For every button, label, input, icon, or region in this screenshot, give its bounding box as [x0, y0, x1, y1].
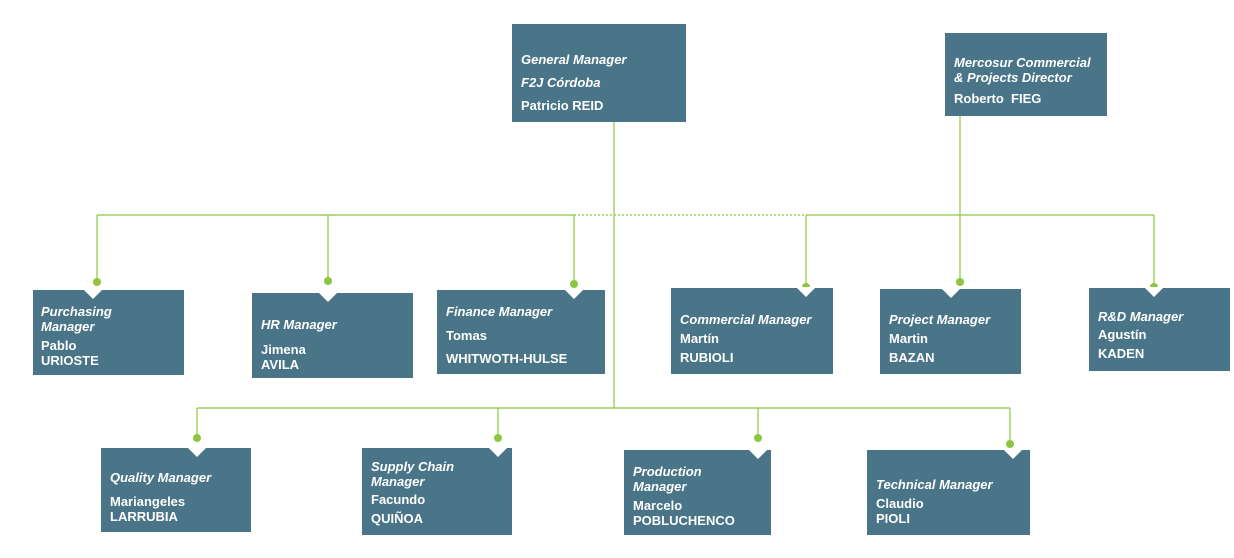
manager-box: Purchasing Manager Pablo URIOSTE: [33, 289, 184, 375]
general-manager-name: Patricio REID: [521, 98, 604, 113]
box-notch: [748, 449, 768, 459]
manager-box: R&D Manager Agustín KADEN: [1089, 287, 1230, 371]
connector-dot: [956, 278, 964, 286]
manager-box: Project Manager Martin BAZAN: [880, 288, 1021, 374]
manager-box: Technical Manager Claudio PIOLI: [867, 449, 1030, 535]
connector-dot: [754, 434, 762, 442]
mercosur-director-box: Mercosur Commercial & Projects Director …: [945, 33, 1107, 116]
manager-box: Commercial Manager Martín RUBIOLI: [671, 287, 833, 374]
box-notch: [564, 289, 584, 299]
box-notch: [1144, 287, 1164, 297]
manager-title: R&D Manager: [1098, 309, 1184, 324]
manager-box: Finance Manager Tomas WHITWOTH-HULSE: [437, 289, 605, 374]
box-notch: [1003, 449, 1023, 459]
manager-title: Supply Chain Manager: [371, 459, 455, 489]
connector-dot: [93, 278, 101, 286]
manager-first-name: Agustín: [1098, 327, 1147, 342]
manager-first-name: Pablo: [41, 338, 77, 353]
manager-title: Technical Manager: [876, 477, 993, 492]
manager-title: Finance Manager: [446, 304, 553, 319]
manager-title: Project Manager: [889, 312, 991, 327]
manager-title: Commercial Manager: [680, 312, 812, 327]
mercosur-director-title: Mercosur Commercial & Projects Director: [954, 55, 1091, 85]
general-manager-title: General Manager: [521, 52, 627, 67]
manager-first-name: Tomas: [446, 328, 487, 343]
manager-first-name: Marcelo: [633, 498, 683, 513]
box-notch: [318, 292, 338, 302]
mercosur-director-name: Roberto FIEG: [954, 91, 1042, 106]
manager-title: Production Manager: [633, 464, 702, 494]
manager-title: Purchasing Manager: [41, 304, 112, 334]
manager-first-name: Martin: [889, 331, 928, 346]
manager-last-name: LARRUBIA: [110, 509, 178, 524]
manager-last-name: PIOLI: [876, 511, 910, 526]
manager-last-name: KADEN: [1098, 346, 1145, 361]
manager-first-name: Jimena: [261, 342, 306, 357]
manager-first-name: Mariangeles: [110, 494, 186, 509]
connector-dot: [1006, 440, 1014, 448]
box-notch: [83, 289, 103, 299]
connector-dot: [193, 434, 201, 442]
box-notch: [941, 288, 961, 298]
manager-box: Production Manager Marcelo POBLUCHENCO: [624, 449, 771, 535]
manager-last-name: POBLUCHENCO: [633, 513, 735, 528]
connector-dot: [324, 277, 332, 285]
manager-first-name: Facundo: [371, 492, 426, 507]
manager-first-name: Martín: [680, 331, 719, 346]
connector-dot: [494, 434, 502, 442]
manager-first-name: Claudio: [876, 496, 924, 511]
manager-title: Quality Manager: [110, 470, 212, 485]
manager-last-name: AVILA: [261, 357, 300, 372]
manager-title: HR Manager: [261, 317, 337, 332]
general-manager-site: F2J Córdoba: [521, 75, 601, 90]
box-notch: [488, 447, 508, 457]
manager-last-name: RUBIOLI: [680, 350, 734, 365]
manager-box: Supply Chain Manager Facundo QUIÑOA: [362, 447, 512, 535]
general-manager-box: General Manager F2J Córdoba Patricio REI…: [512, 24, 686, 122]
connector-dot: [570, 280, 578, 288]
manager-last-name: QUIÑOA: [371, 511, 423, 526]
manager-last-name: WHITWOTH-HULSE: [446, 351, 568, 366]
box-notch: [796, 287, 816, 297]
manager-box: HR Manager Jimena AVILA: [252, 292, 413, 378]
manager-last-name: BAZAN: [889, 350, 935, 365]
manager-last-name: URIOSTE: [41, 353, 99, 368]
manager-box: Quality Manager Mariangeles LARRUBIA: [101, 447, 251, 532]
box-notch: [187, 447, 207, 457]
